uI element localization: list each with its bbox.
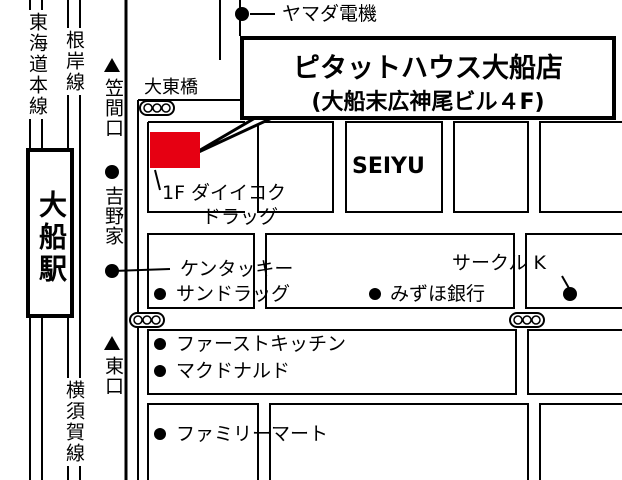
station-name: 大船駅 — [35, 190, 68, 286]
ofuna-station: 大船駅 — [26, 148, 74, 318]
city-blocks — [147, 121, 622, 480]
familymart-dot — [154, 428, 166, 440]
kfc-label: ケンタッキー — [180, 258, 294, 280]
store-callout: ピタットハウス大船店 (大船末広神尾ビル４F) — [240, 36, 616, 120]
circlek-label: サークル K — [452, 252, 546, 274]
store-name: ピタットハウス大船店 — [293, 53, 563, 84]
east-exit-arrow — [104, 336, 120, 350]
poi-dots — [105, 7, 577, 440]
ohigashi-bridge-label: 大東橋 — [144, 77, 198, 98]
mizuho-dot — [369, 288, 381, 300]
store-address: (大船末広神尾ビル４F) — [311, 90, 545, 115]
yamada-dot — [235, 7, 249, 21]
daikoku-label-1: 1F ダイイコク — [162, 182, 287, 204]
kasama-exit-label: 笠間口 — [102, 78, 124, 138]
daikoku-label-2: ドラッグ — [202, 206, 279, 228]
daikoku-leader-line — [154, 169, 161, 191]
circlek-dot — [563, 287, 577, 301]
mizuho-label: みずほ銀行 — [390, 283, 486, 305]
yoshinoya-label: 吉野家 — [102, 186, 124, 246]
kasama-exit-arrow — [104, 58, 120, 72]
yokosuka-line-label: 横須賀線 — [63, 378, 85, 466]
kfc-leader-line — [111, 268, 171, 272]
mcdonalds-label: マクドナルド — [176, 360, 291, 382]
traffic-light-west — [129, 312, 165, 328]
tokaido-line-label: 東海道本線 — [26, 10, 48, 119]
traffic-light-east — [509, 312, 545, 328]
seiyu-label: SEIYU — [352, 154, 425, 179]
familymart-label: ファミリーマート — [176, 423, 329, 445]
kfc-dot — [105, 264, 119, 278]
east-exit-label: 東口 — [102, 356, 124, 396]
yamada-label: ヤマダ電機 — [282, 3, 378, 25]
sundrug-dot — [154, 288, 166, 300]
callout-pointer — [189, 116, 273, 158]
firstkitchen-dot — [154, 338, 166, 350]
firstkitchen-label: ファーストキッチン — [176, 333, 347, 355]
sundrug-label: サンドラッグ — [176, 283, 291, 305]
mcdonalds-dot — [154, 365, 166, 377]
store-location-marker — [150, 132, 200, 168]
yoshinoya-dot — [105, 165, 119, 179]
traffic-light-ohigashi — [139, 100, 175, 116]
negishi-line-label: 根岸線 — [63, 28, 85, 95]
